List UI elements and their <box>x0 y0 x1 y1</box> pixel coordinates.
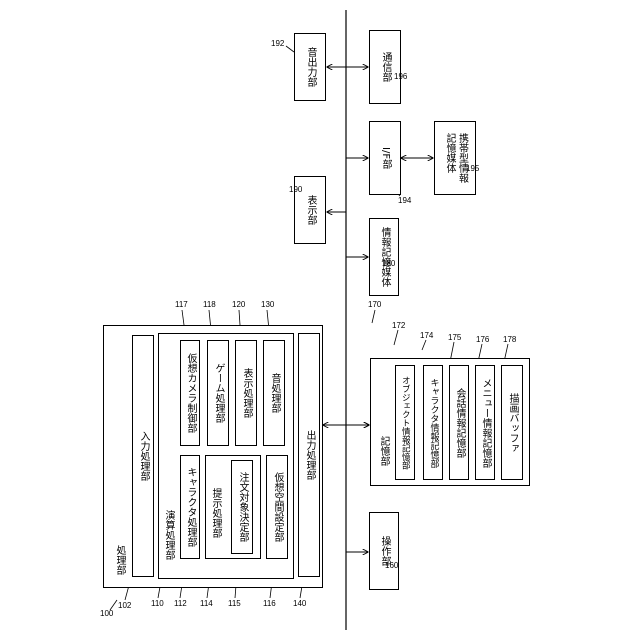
ref-160: 160 <box>385 562 398 570</box>
info-medium-label: 情報記憶媒体 <box>379 227 389 287</box>
virtual-camera-label: 仮想カメラ制御部 <box>185 353 195 433</box>
character-info-label: キャラクタ情報記憶部 <box>429 378 438 468</box>
character-processing-box: キャラクタ処理部 <box>180 455 200 559</box>
processing-unit-label: 処理部 <box>114 545 124 575</box>
presentation-processing-label: 提示処理部 <box>210 488 220 538</box>
display-processing-label: 表示処理部 <box>241 368 251 418</box>
ref-130: 130 <box>261 301 274 309</box>
object-info-box: オブジェクト情報記憶部 <box>395 365 415 480</box>
output-processing-box: 出力処理部 <box>298 333 320 577</box>
comm-unit-box: 通信部 <box>369 30 401 104</box>
sound-output-label: 音出力部 <box>305 47 315 87</box>
character-info-box: キャラクタ情報記憶部 <box>423 365 443 480</box>
ref-194: 194 <box>398 197 411 205</box>
ref-175: 175 <box>448 334 461 342</box>
ref-174: 174 <box>420 332 433 340</box>
menu-info-label: メニュー情報記憶部 <box>480 378 490 468</box>
input-processing-label: 入力処理部 <box>138 431 148 481</box>
sound-processing-box: 音処理部 <box>263 340 285 446</box>
menu-info-box: メニュー情報記憶部 <box>475 365 495 480</box>
game-processing-label: ゲーム処理部 <box>213 363 223 423</box>
ref-114: 114 <box>200 600 213 608</box>
ref-178: 178 <box>503 336 516 344</box>
virtual-space-box: 仮想空間設定部 <box>266 455 288 559</box>
sound-processing-label: 音処理部 <box>269 373 279 413</box>
if-unit-label: I/F部 <box>380 147 390 169</box>
display-processing-box: 表示処理部 <box>235 340 257 446</box>
ref-110: 110 <box>151 600 164 608</box>
ref-195: 195 <box>466 165 479 173</box>
display-unit-label: 表示部 <box>305 195 315 225</box>
ref-117: 117 <box>175 301 188 309</box>
ref-140: 140 <box>293 600 306 608</box>
ref-170: 170 <box>368 301 381 309</box>
output-processing-label: 出力処理部 <box>304 430 314 480</box>
draw-buffer-box: 描画バッファ <box>501 365 523 480</box>
ref-196: 196 <box>394 73 407 81</box>
ref-118: 118 <box>203 301 216 309</box>
virtual-space-label: 仮想空間設定部 <box>272 472 282 542</box>
draw-buffer-label: 描画バッファ <box>507 393 517 453</box>
ref-100: 100 <box>100 610 113 618</box>
ref-116: 116 <box>263 600 276 608</box>
operation-unit-box: 操作部 <box>369 512 399 590</box>
object-info-label: オブジェクト情報記憶部 <box>401 376 410 470</box>
virtual-camera-box: 仮想カメラ制御部 <box>180 340 200 446</box>
character-processing-label: キャラクタ処理部 <box>185 467 195 547</box>
sound-output-box: 音出力部 <box>294 33 326 101</box>
info-medium-box: 情報記憶媒体 <box>369 218 399 296</box>
ref-190: 190 <box>289 186 302 194</box>
ref-180: 180 <box>382 260 395 268</box>
order-target-box: 注文対象決定部 <box>231 460 253 554</box>
input-processing-box: 入力処理部 <box>132 335 154 577</box>
storage-unit-label: 記憶部 <box>378 436 388 466</box>
if-unit-box: I/F部 <box>369 121 401 195</box>
ref-120: 120 <box>232 301 245 309</box>
ref-115: 115 <box>228 600 241 608</box>
game-processing-box: ゲーム処理部 <box>207 340 229 446</box>
comm-unit-label: 通信部 <box>380 52 390 82</box>
ref-176: 176 <box>476 336 489 344</box>
conversation-info-box: 会話情報記憶部 <box>449 365 469 480</box>
ref-172: 172 <box>392 322 405 330</box>
portable-medium-box: 携帯型情報記憶媒体 <box>434 121 476 195</box>
order-target-label: 注文対象決定部 <box>237 472 247 542</box>
calc-processing-label: 演算処理部 <box>163 510 173 560</box>
conversation-info-label: 会話情報記憶部 <box>454 388 464 458</box>
ref-192: 192 <box>271 40 284 48</box>
ref-112: 112 <box>174 600 187 608</box>
ref-102: 102 <box>118 602 131 610</box>
portable-medium-label: 携帯型情報記憶媒体 <box>443 133 468 183</box>
